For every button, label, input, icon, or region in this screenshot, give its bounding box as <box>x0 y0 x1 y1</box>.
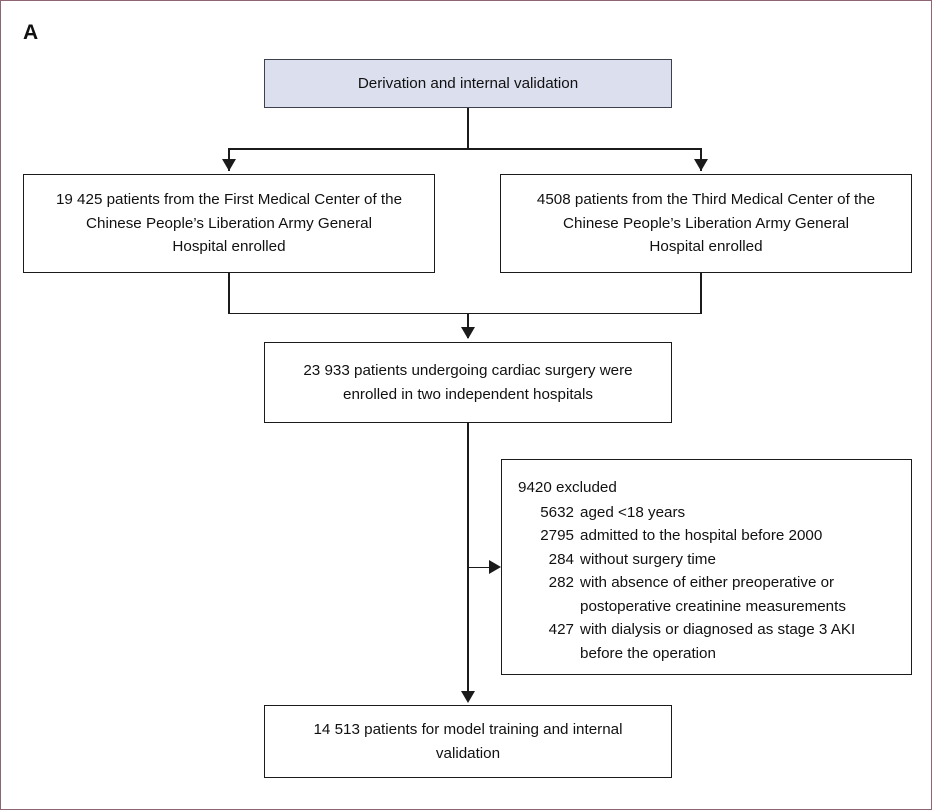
connector-split-horizontal <box>229 148 702 150</box>
connector-combined-to-final <box>467 423 469 701</box>
exclusion-reason: aged <18 years <box>580 503 686 521</box>
exclusion-reason: admitted to the hospital before 2000 <box>580 527 823 545</box>
arrowhead-to-third-center <box>693 159 708 171</box>
exclusions-title: 9420 excluded <box>518 479 617 496</box>
exclusion-reason: without surgery time <box>580 550 716 568</box>
arrowhead-to-final <box>460 691 475 703</box>
exclusion-count: 2795 <box>540 527 574 545</box>
arrowhead-to-exclusions <box>489 560 501 574</box>
connector-merge-drop <box>467 312 469 338</box>
node-derivation-header: Derivation and internal validation <box>264 59 672 108</box>
node-first-medical-center: 19 425 patients from the First Medical C… <box>23 174 435 273</box>
node-final-cohort-text: 14 513 patients for model training and i… <box>313 720 623 762</box>
connector-merge-left-stem <box>228 273 230 314</box>
exclusion-reason: with absence of either preoperative or p… <box>580 574 846 615</box>
node-combined-cohort-text: 23 933 patients undergoing cardiac surge… <box>303 361 633 403</box>
exclusion-count: 284 <box>548 550 574 568</box>
node-final-cohort: 14 513 patients for model training and i… <box>264 705 672 778</box>
exclusion-item: 284 without surgery time <box>518 548 897 572</box>
connector-merge-horizontal <box>229 312 702 315</box>
node-first-medical-center-text: 19 425 patients from the First Medical C… <box>55 191 403 256</box>
exclusion-item: 5632 aged <18 years <box>518 501 897 525</box>
connector-merge-right-stem <box>700 273 702 314</box>
exclusion-item: 427 with dialysis or diagnosed as stage 3… <box>518 618 897 665</box>
node-exclusions: 9420 excluded 5632 aged <18 years 2795 admi… <box>501 459 912 675</box>
node-third-medical-center: 4508 patients from the Third Medical Cen… <box>500 174 912 273</box>
arrowhead-to-combined <box>460 327 475 339</box>
connector-to-exclusions <box>468 566 490 569</box>
node-third-medical-center-text: 4508 patients from the Third Medical Cen… <box>536 191 876 256</box>
exclusion-count: 5632 <box>540 503 574 521</box>
exclusion-reason: with dialysis or diagnosed as stage 3 AK… <box>580 621 856 662</box>
node-derivation-header-text: Derivation and internal validation <box>357 74 579 92</box>
exclusion-item: 2795 admitted to the hospital before 2000 <box>518 524 897 548</box>
panel-label-a: A <box>23 21 39 44</box>
exclusion-item: 282 with absence of either preoperative o… <box>518 571 897 618</box>
node-combined-cohort: 23 933 patients undergoing cardiac surge… <box>264 342 672 423</box>
exclusions-list: 5632 aged <18 years 2795 admitted to the ho… <box>518 501 897 666</box>
connector-header-stem <box>467 108 469 149</box>
exclusion-count: 282 <box>548 574 574 592</box>
exclusion-count: 427 <box>548 621 574 639</box>
arrowhead-to-first-center <box>221 159 236 171</box>
